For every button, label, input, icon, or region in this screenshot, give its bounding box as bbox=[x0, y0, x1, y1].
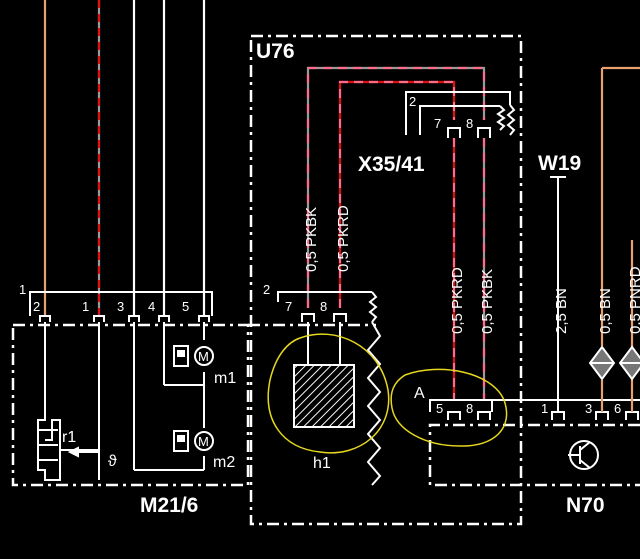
top-left-wires bbox=[43, 0, 206, 315]
n70-pin-1: 1 bbox=[541, 401, 548, 416]
theta-arrow bbox=[67, 446, 99, 458]
filter-diamond-1 bbox=[588, 345, 616, 381]
m1-motor-symbol bbox=[194, 346, 214, 366]
u76-pin-8: 8 bbox=[320, 299, 327, 314]
a-pin-5: 5 bbox=[436, 401, 443, 416]
x35-pin-7: 7 bbox=[434, 116, 441, 131]
m21-pin-3: 3 bbox=[117, 299, 124, 314]
wire-label-pnrd: 0,5 PNRD bbox=[627, 266, 640, 334]
m21-pin-1: 1 bbox=[82, 299, 89, 314]
theta-label: ϑ bbox=[108, 453, 117, 470]
m1-sensor-icon bbox=[173, 345, 189, 367]
n70-pin-6: 6 bbox=[614, 401, 621, 416]
wire-label-bn-25: 2,5 BN bbox=[553, 288, 570, 334]
wire-label-pkrd-left: 0,5 PKRD bbox=[335, 205, 352, 272]
m21-pin-5: 5 bbox=[182, 299, 189, 314]
m2-sensor-icon bbox=[173, 430, 189, 452]
a-pin-8: 8 bbox=[466, 401, 473, 416]
connector-1 bbox=[29, 291, 213, 316]
annotation-ellipses bbox=[267, 333, 508, 454]
u76-connector-2 bbox=[277, 291, 382, 486]
n70-pin-3: 3 bbox=[585, 401, 592, 416]
connector-1-label: 1 bbox=[19, 282, 26, 297]
m2-label: m2 bbox=[213, 454, 235, 471]
n70-label: N70 bbox=[566, 494, 605, 517]
u76-box bbox=[249, 34, 523, 526]
m21-6-label: M21/6 bbox=[140, 494, 198, 517]
a-connector-label: A bbox=[414, 385, 425, 402]
h1-label: h1 bbox=[313, 455, 331, 472]
x35-pin-8: 8 bbox=[466, 116, 473, 131]
m1-motor-glyph: M bbox=[198, 349, 209, 364]
filter-diamond-2 bbox=[618, 345, 640, 381]
r1-label: r1 bbox=[62, 429, 76, 446]
annotation-h1-ellipse bbox=[267, 333, 390, 454]
h1-heater-element bbox=[293, 364, 355, 428]
x35-connector-label: 2 bbox=[409, 94, 416, 109]
n70-box bbox=[428, 423, 640, 487]
m1-label: m1 bbox=[214, 370, 236, 387]
m21-6-box bbox=[11, 323, 250, 487]
wire-label-pkbk-left: 0,5 PKBK bbox=[303, 207, 320, 272]
m2-motor-symbol bbox=[194, 431, 214, 451]
m21-internals bbox=[37, 322, 205, 481]
x35-41-connector bbox=[405, 91, 516, 138]
m21-pin-contacts bbox=[39, 315, 210, 322]
m21-pin-4: 4 bbox=[148, 299, 155, 314]
annotation-a-ellipse bbox=[390, 368, 508, 447]
x35-41-label: X35/41 bbox=[358, 153, 425, 176]
u76-label: U76 bbox=[256, 40, 295, 63]
wire-label-pkrd-right: 0,5 PKRD bbox=[449, 267, 466, 334]
u76-pin-7: 7 bbox=[285, 299, 292, 314]
r1-resistor bbox=[37, 322, 61, 481]
wire-pkrd-left bbox=[338, 80, 456, 308]
m1-sensor-fill bbox=[177, 350, 185, 357]
m2-sensor-fill bbox=[177, 435, 185, 442]
transistor-symbol bbox=[568, 440, 599, 470]
wire-label-bn-05: 0,5 BN bbox=[597, 288, 614, 334]
m21-pin-2: 2 bbox=[33, 299, 40, 314]
wire-pkbk-left bbox=[306, 66, 486, 308]
w19-label: W19 bbox=[538, 152, 581, 175]
m2-motor-glyph: M bbox=[198, 434, 209, 449]
wire-label-pkbk-right: 0,5 PKBK bbox=[479, 269, 496, 334]
wire-w19-bn bbox=[550, 176, 566, 412]
component-boxes bbox=[11, 34, 640, 526]
u76-connector-label: 2 bbox=[263, 282, 270, 297]
a-connector bbox=[429, 399, 640, 420]
